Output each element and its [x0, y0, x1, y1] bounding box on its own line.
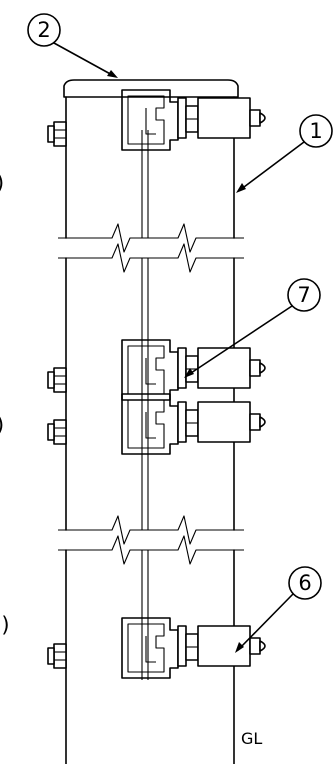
lower-bracket-assembly: [121, 617, 266, 679]
callout-1: 1: [236, 114, 333, 193]
edge-fragment-3: 5): [0, 613, 10, 637]
svg-text:7: 7: [297, 283, 310, 307]
edge-fragment-2: ): [0, 413, 4, 437]
break-line-4: [58, 535, 244, 565]
middle-bracket-assembly-upper: [121, 339, 266, 401]
svg-text:1: 1: [309, 119, 322, 143]
svg-text:2: 2: [37, 18, 50, 42]
callout-2: 2: [27, 13, 118, 78]
upper-side-nut: [47, 121, 67, 147]
upper-bracket-assembly: [121, 89, 266, 151]
lower-side-nut: [47, 643, 67, 669]
break-line-1: [58, 223, 244, 253]
svg-text:6: 6: [298, 571, 311, 595]
middle-side-nut-lower: [47, 419, 67, 445]
middle-bracket-assembly-lower: [121, 393, 266, 455]
break-line-3: [58, 515, 244, 545]
callout-6: 6: [235, 566, 322, 653]
middle-side-nut-upper: [47, 367, 67, 393]
ground-level-label: GL: [241, 729, 262, 748]
top-cap: [63, 79, 239, 98]
callout-7: 7: [184, 278, 321, 378]
break-line-2: [58, 243, 244, 273]
edge-fragment-1: ): [0, 171, 4, 195]
